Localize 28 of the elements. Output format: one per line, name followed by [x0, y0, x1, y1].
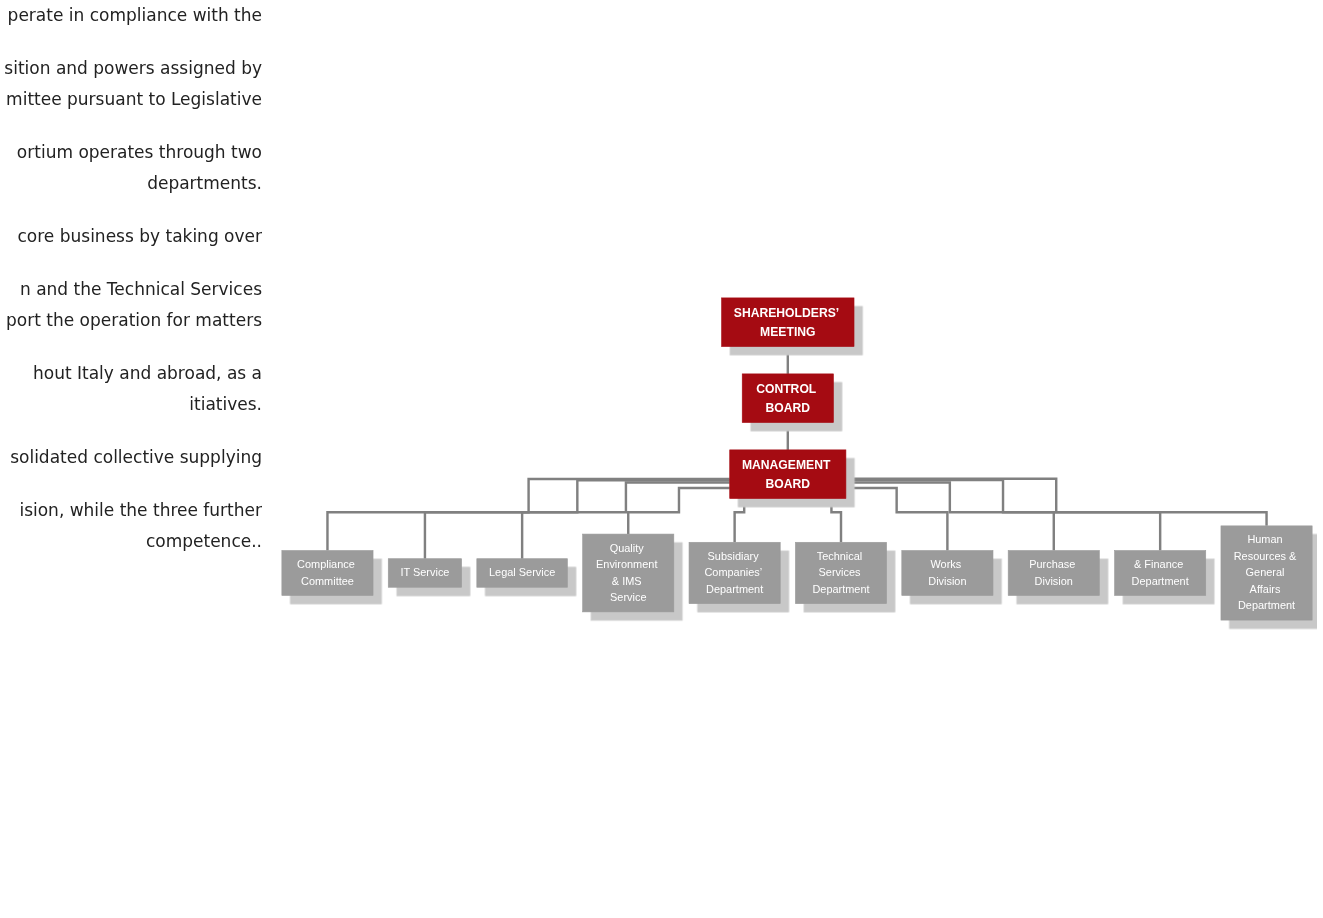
node-box: & Finance Department [1113, 550, 1206, 596]
node-box: Subsidiary Companies’ Department [688, 541, 781, 604]
node-box: SHAREHOLDERS’ MEETING [720, 297, 854, 347]
node-box: Compliance Committee [281, 550, 373, 596]
node-box: MANAGEMENT BOARD [728, 449, 846, 499]
connector [845, 478, 1161, 552]
paragraph-text: hout Italy and abroad, as a itiatives. [31, 362, 262, 416]
node-box: IT Service [387, 558, 462, 588]
paragraph-text: solidated collective supplying [9, 446, 262, 469]
connector [845, 486, 949, 552]
paragraph-text: ision, while the three further competence.. [18, 499, 262, 553]
paragraph-text: core business by taking over [16, 225, 262, 248]
connector [520, 481, 730, 560]
node-box: Purchase Division [1007, 550, 1100, 596]
node-box: Legal Service [476, 558, 568, 588]
paragraph-text: ortium operates through two departments. [15, 141, 262, 195]
paragraph-text: perate in compliance with the [6, 4, 262, 27]
connector [845, 481, 1055, 552]
node-box: Human Resources & General Affairs Department [1220, 525, 1312, 621]
connector [626, 486, 730, 536]
node-box: Works Division [901, 550, 993, 596]
node-box: Quality Environment & IMS Service [581, 533, 674, 613]
connector [423, 479, 730, 560]
node-box: CONTROL BOARD [741, 373, 834, 423]
paragraph-text: sition and powers assigned by mittee pursuant to Legislative [3, 57, 262, 111]
node-box: Technical Services Department [794, 541, 887, 604]
paragraph-text: n and the Technical Services port the operation for matters [5, 278, 262, 332]
connector [325, 477, 730, 552]
